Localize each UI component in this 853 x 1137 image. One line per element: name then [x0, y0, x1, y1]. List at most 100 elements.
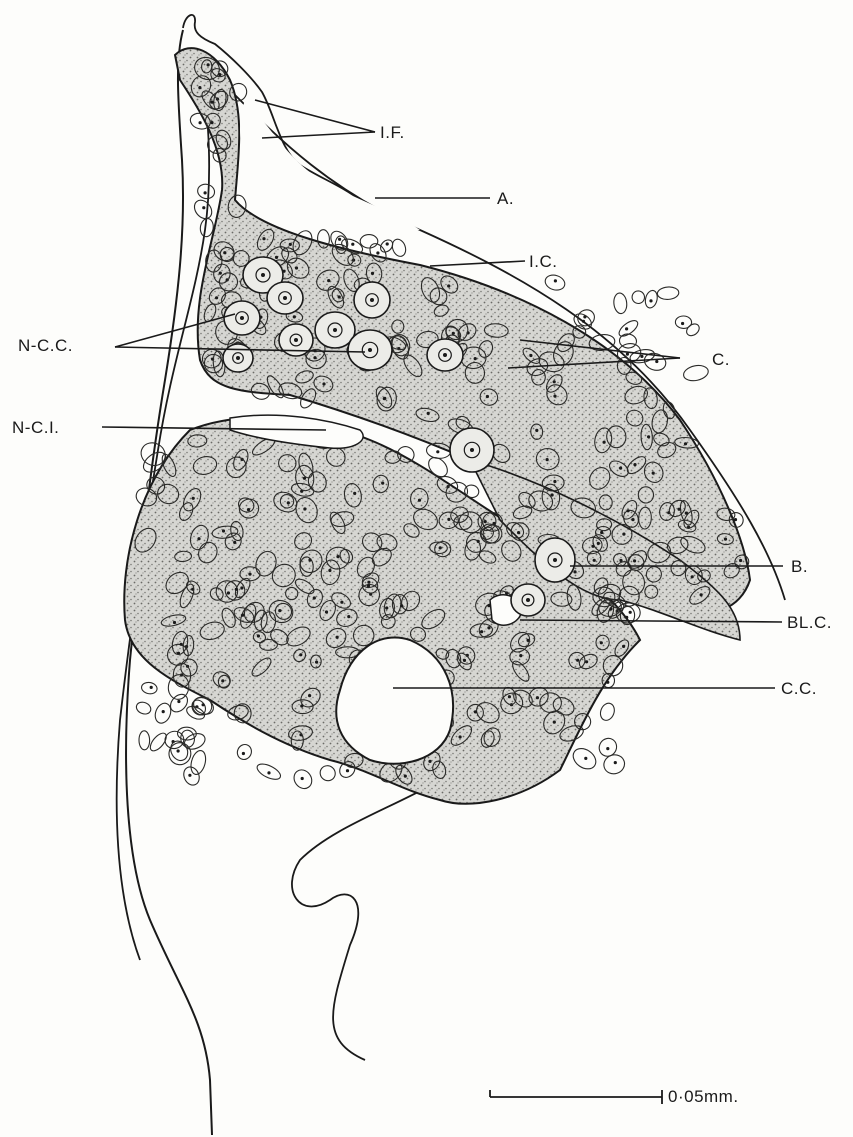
cell-nucleus: [734, 518, 737, 521]
cell-nucleus: [353, 492, 356, 495]
cell-nucleus: [649, 299, 652, 302]
cell-outline: [360, 235, 378, 248]
cell-nucleus: [474, 357, 477, 360]
cell-nucleus: [724, 538, 727, 541]
nucleolus: [240, 316, 244, 320]
nucleolus: [283, 296, 287, 300]
cell-nucleus: [418, 499, 421, 502]
cell-outline: [682, 363, 709, 382]
label-ncc: N-C.C.: [18, 336, 73, 356]
cell-nucleus: [678, 508, 681, 511]
cell-nucleus: [218, 73, 221, 76]
cell-nucleus: [554, 279, 557, 282]
nucleolus: [443, 353, 447, 357]
cell-nucleus: [597, 542, 600, 545]
cell-nucleus: [647, 435, 650, 438]
cell-nucleus: [210, 101, 213, 104]
cell-nucleus: [439, 546, 442, 549]
cell-nucleus: [173, 621, 176, 624]
cell-nucleus: [367, 581, 370, 584]
label-nci: N-C.I.: [12, 418, 59, 438]
cell-nucleus: [188, 774, 191, 777]
cell-nucleus: [436, 450, 439, 453]
cell-nucleus: [267, 771, 270, 774]
cell-nucleus: [338, 295, 341, 298]
cell-nucleus: [223, 251, 226, 254]
cell-nucleus: [219, 272, 222, 275]
cell-nucleus: [593, 559, 596, 562]
cell-nucleus: [529, 354, 532, 357]
cell-nucleus: [600, 531, 603, 534]
cell-outline: [135, 700, 153, 716]
cell-nucleus: [328, 569, 331, 572]
cell-outline: [235, 742, 254, 762]
cell-nucleus: [400, 604, 403, 607]
label-c: C.: [712, 350, 730, 370]
cell-nucleus: [308, 558, 311, 561]
scale-bar: [490, 1090, 662, 1104]
cell-outline: [317, 763, 338, 784]
cell-nucleus: [192, 497, 195, 500]
cell-nucleus: [582, 320, 585, 323]
cell-nucleus: [629, 611, 632, 614]
cell-outline: [191, 197, 215, 222]
cell-nucleus: [553, 721, 556, 724]
cell-nucleus: [386, 242, 389, 245]
cell-nucleus: [536, 696, 539, 699]
cell-nucleus: [428, 760, 431, 763]
cell-nucleus: [652, 472, 655, 475]
cell-nucleus: [325, 610, 328, 613]
cell-nucleus: [447, 518, 450, 521]
cell-outline: [141, 681, 158, 695]
cell-nucleus: [519, 654, 522, 657]
cell-nucleus: [299, 653, 302, 656]
outer-fold-curve: [292, 760, 470, 1060]
cell-nucleus: [447, 284, 450, 287]
cell-nucleus: [322, 382, 325, 385]
cell-nucleus: [198, 86, 201, 89]
cell-nucleus: [340, 601, 343, 604]
label-blc: BL.C.: [787, 613, 832, 633]
cell-nucleus: [477, 540, 480, 543]
cell-nucleus: [303, 507, 306, 510]
cell-nucleus: [486, 395, 489, 398]
cell-nucleus: [204, 191, 207, 194]
cell-nucleus: [603, 441, 606, 444]
cell-nucleus: [404, 775, 407, 778]
cell-nucleus: [508, 695, 511, 698]
cell-nucleus: [381, 482, 384, 485]
cell-nucleus: [313, 596, 316, 599]
cell-nucleus: [240, 586, 243, 589]
cell-nucleus: [227, 591, 230, 594]
cell-nucleus: [376, 251, 379, 254]
cell-nucleus: [301, 777, 304, 780]
cell-nucleus: [315, 661, 318, 664]
cell-nucleus: [308, 694, 311, 697]
cell-nucleus: [517, 531, 520, 534]
label-b: B.: [791, 557, 808, 577]
cell-nucleus: [202, 206, 205, 209]
cell-nucleus: [535, 429, 538, 432]
cell-nucleus: [300, 704, 303, 707]
cell-nucleus: [609, 607, 612, 610]
cell-nucleus: [553, 380, 556, 383]
label-if: I.F.: [380, 123, 405, 143]
cell-nucleus: [346, 769, 349, 772]
cell-nucleus: [685, 511, 688, 514]
cell-outline: [139, 731, 150, 750]
cell-outline: [390, 237, 408, 258]
cell-nucleus: [177, 700, 180, 703]
cell-nucleus: [336, 555, 339, 558]
cell-nucleus: [739, 559, 742, 562]
cell-nucleus: [336, 636, 339, 639]
cell-outline: [684, 322, 701, 339]
cell-nucleus: [383, 397, 386, 400]
cell-nucleus: [221, 679, 224, 682]
cell-nucleus: [427, 412, 430, 415]
label-ic: I.C.: [529, 252, 557, 272]
cell-outline: [543, 273, 566, 293]
cell-nucleus: [622, 533, 625, 536]
cell-nucleus: [463, 659, 466, 662]
cell-nucleus: [199, 121, 202, 124]
